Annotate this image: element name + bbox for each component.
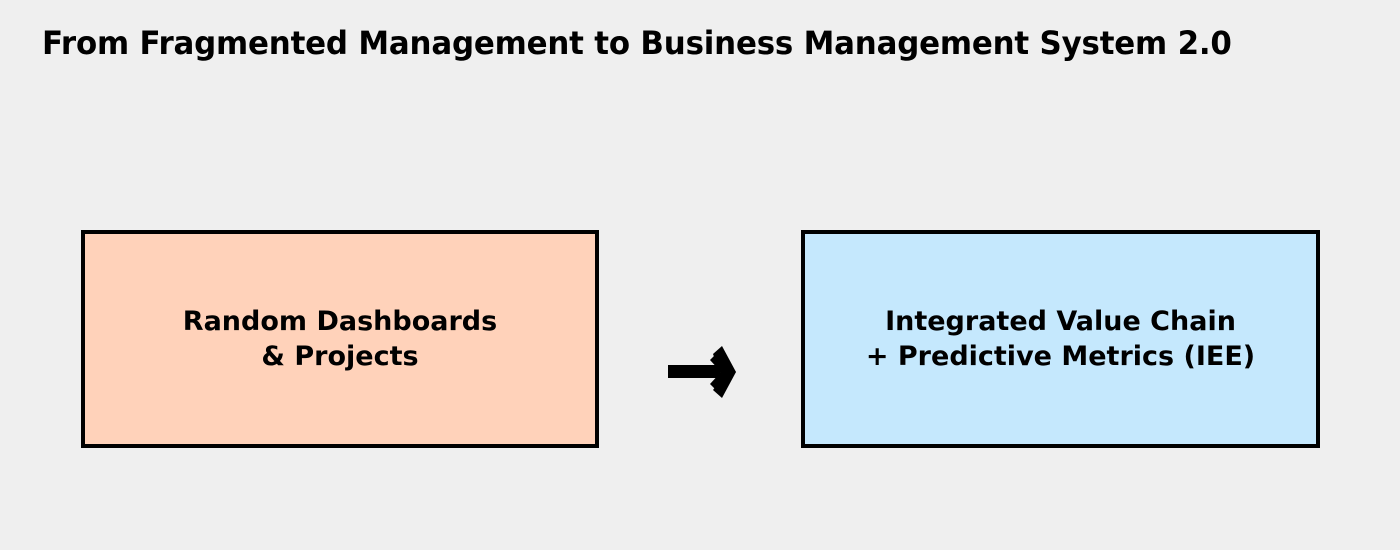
flow-node-target-state-label: Integrated Value Chain + Predictive Metr…	[865, 306, 1256, 372]
arrow-right-icon	[660, 345, 744, 399]
page-title: From Fragmented Management to Business M…	[42, 24, 1232, 62]
flow-node-current-state[interactable]: Random Dashboards & Projects	[81, 230, 599, 448]
arrow-right-glyph	[668, 346, 736, 398]
flow-node-target-state[interactable]: Integrated Value Chain + Predictive Metr…	[801, 230, 1320, 448]
flow-node-current-state-label: Random Dashboards & Projects	[182, 306, 498, 372]
